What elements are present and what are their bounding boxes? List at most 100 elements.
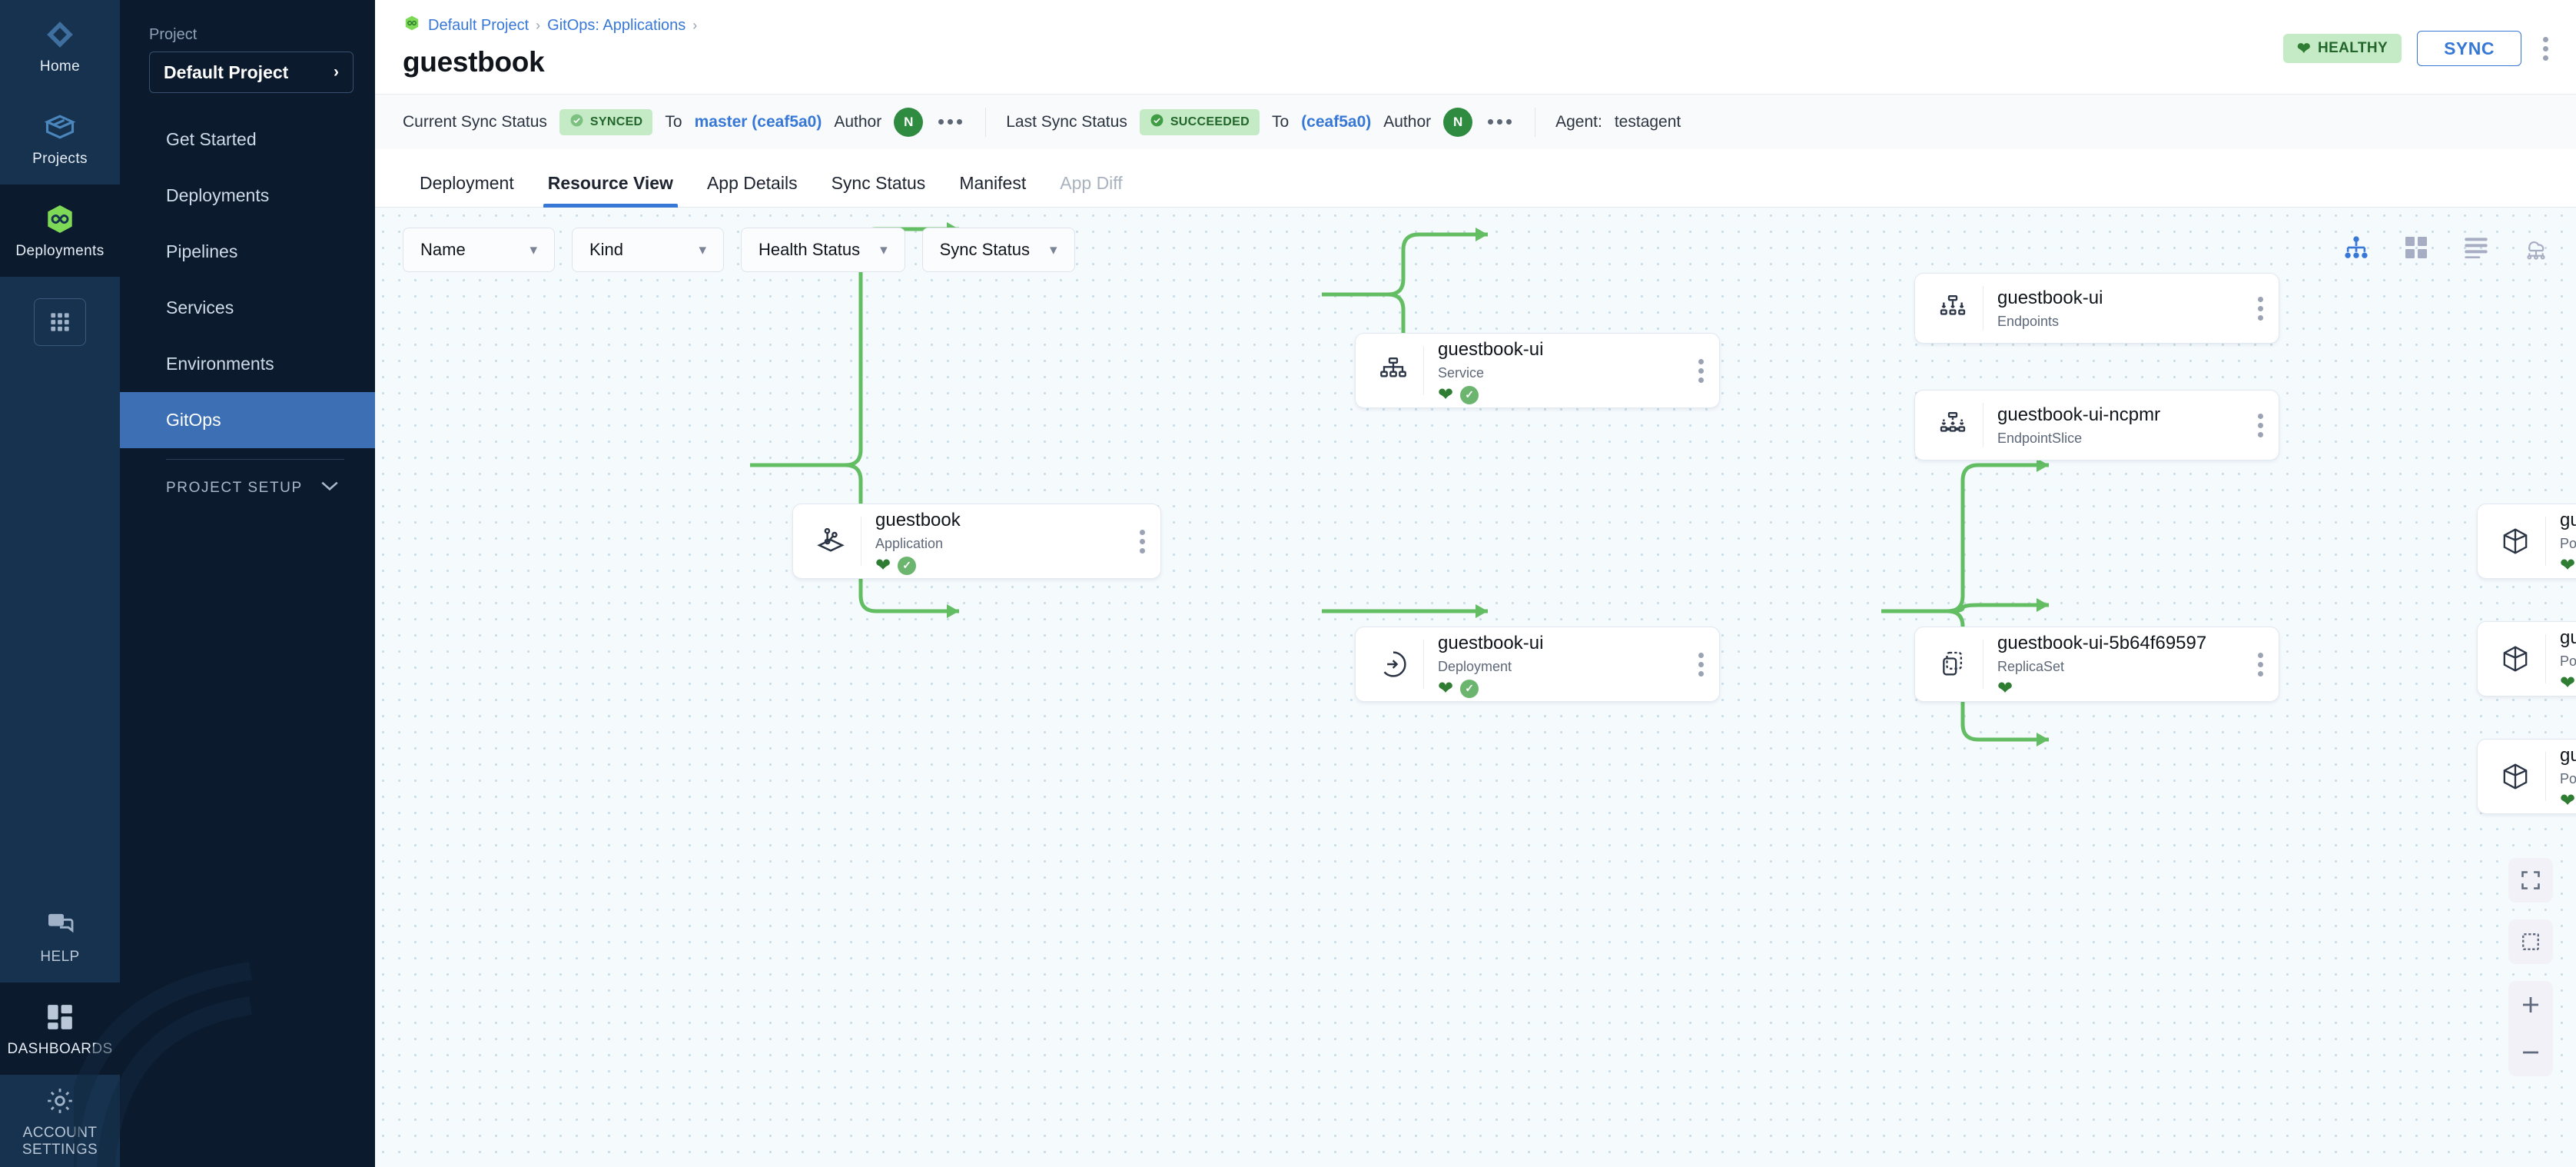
current-sync-author-label: Author <box>834 112 882 131</box>
canvas-zoom-controls <box>2508 858 2553 1076</box>
project-selector[interactable]: Default Project › <box>149 52 354 93</box>
cloud-topology-icon[interactable] <box>2521 232 2551 263</box>
grid-view-icon[interactable] <box>2401 232 2432 263</box>
node-overflow-menu-icon[interactable] <box>2242 652 2279 677</box>
graph-node-pod[interactable]: guestbook-ui-5b64f6959… Pod ❤ <box>2477 504 2576 579</box>
node-name: guestbook-ui-ncpmr <box>1997 404 2161 425</box>
node-overflow-menu-icon[interactable] <box>1124 529 1160 554</box>
selection-box-icon[interactable] <box>2508 919 2553 964</box>
breadcrumb-gitops-applications[interactable]: GitOps: Applications <box>547 16 686 34</box>
fit-screen-icon[interactable] <box>2508 858 2553 903</box>
last-sync-status-chip: SUCCEEDED <box>1139 108 1260 135</box>
rail-item-deployments[interactable]: Deployments <box>0 185 120 277</box>
apps-grid-icon[interactable] <box>34 298 86 346</box>
list-view-icon[interactable] <box>2461 232 2491 263</box>
resource-graph-canvas[interactable]: Name ▾ Kind ▾ Health Status ▾ Sync Statu… <box>375 208 2576 1167</box>
node-overflow-menu-icon[interactable] <box>1683 358 1719 383</box>
node-kind: ReplicaSet <box>1997 658 2065 674</box>
filter-name[interactable]: Name ▾ <box>403 228 555 272</box>
current-sync-overflow-icon[interactable] <box>935 113 965 131</box>
node-kind: Pod <box>2560 653 2576 669</box>
last-sync-overflow-icon[interactable] <box>1485 113 1515 131</box>
rail-label-home: Home <box>39 58 81 75</box>
view-mode-switcher <box>2341 232 2551 263</box>
graph-node-deployment[interactable]: guestbook-ui Deployment ❤ ✓ <box>1355 627 1720 702</box>
avatar: N <box>894 107 924 137</box>
graph-node-endpointslice[interactable]: guestbook-ui-ncpmr EndpointSlice <box>1914 390 2279 460</box>
graph-node-service[interactable]: guestbook-ui Service ❤ ✓ <box>1355 333 1720 408</box>
rail-item-help[interactable]: ? HELP <box>0 890 120 982</box>
sidebar-label: Pipelines <box>166 241 238 261</box>
zoom-in-icon[interactable] <box>2508 981 2553 1029</box>
node-name: guestbook-ui <box>1997 288 2103 308</box>
filter-sync-status[interactable]: Sync Status ▾ <box>921 228 1075 272</box>
node-body: guestbook-ui-5b64f6959… Pod ❤ <box>2560 627 2576 693</box>
zoom-out-icon[interactable] <box>2508 1029 2553 1076</box>
tab-manifest[interactable]: Manifest <box>942 175 1043 207</box>
node-name: guestbook-ui <box>1438 338 1544 360</box>
sidebar-item-environments[interactable]: Environments <box>120 336 375 392</box>
sidebar-item-gitops[interactable]: GitOps <box>120 392 375 448</box>
sidebar-item-services[interactable]: Services <box>120 280 375 336</box>
graph-node-endpoints[interactable]: guestbook-ui Endpoints <box>1914 273 2279 344</box>
current-sync-revision-link[interactable]: master (ceaf5a0) <box>694 112 822 131</box>
tab-sync-status[interactable]: Sync Status <box>815 175 943 207</box>
sidebar-item-pipelines[interactable]: Pipelines <box>120 224 375 280</box>
sync-button[interactable]: SYNC <box>2417 31 2521 66</box>
node-status-icons: ❤ <box>1997 679 2236 697</box>
main-area: Default Project › GitOps: Applications ›… <box>375 0 2576 1167</box>
last-sync-status-label: Last Sync Status <box>1006 112 1127 131</box>
node-body: guestbook-ui Deployment ❤ ✓ <box>1438 632 1683 699</box>
tab-resource-view[interactable]: Resource View <box>531 175 690 208</box>
node-divider <box>1423 346 1424 395</box>
heart-icon: ❤ <box>2560 672 2576 693</box>
filter-kind-label: Kind <box>589 240 624 259</box>
last-sync-status-group: Last Sync Status SUCCEEDED To (ceaf5a0) … <box>1006 107 1515 137</box>
graph-node-application[interactable]: guestbook Application ❤ ✓ <box>792 504 1161 579</box>
heart-icon: ❤ <box>1438 677 1454 699</box>
tab-app-details[interactable]: App Details <box>690 175 815 207</box>
status-badge-health-label: HEALTHY <box>2317 40 2388 56</box>
graph-node-replicaset[interactable]: guestbook-ui-5b64f69597 ReplicaSet ❤ <box>1914 627 2279 702</box>
network-graph-icon[interactable] <box>2341 232 2372 263</box>
sidebar-item-get-started[interactable]: Get Started <box>120 111 375 168</box>
check-circle-icon: ✓ <box>898 556 917 575</box>
global-nav-rail: Home Projects Deployments <box>0 0 120 1167</box>
node-status-icons: ❤ ✓ <box>1438 385 1677 404</box>
graph-node-pod[interactable]: guestbook-ui-5b64f6959… Pod ❤ <box>2477 621 2576 697</box>
graph-node-pod[interactable]: guestbook-ui-5b64f6959… Pod ❤ <box>2477 739 2576 814</box>
endpointslice-icon <box>1929 410 1977 441</box>
rail-item-projects[interactable]: Projects <box>0 92 120 185</box>
breadcrumb-default-project[interactable]: Default Project <box>428 16 529 34</box>
node-name: guestbook-ui-5b64f69597 <box>1997 632 2207 653</box>
filter-health-status[interactable]: Health Status ▾ <box>741 228 905 272</box>
rail-item-dashboards[interactable]: DASHBOARDS <box>0 982 120 1075</box>
check-circle-icon: ✓ <box>1460 385 1479 404</box>
breadcrumb-separator: › <box>692 17 698 33</box>
node-kind: Service <box>1438 364 1485 381</box>
node-kind: Pod <box>2560 770 2576 786</box>
node-overflow-menu-icon[interactable] <box>1683 652 1719 677</box>
node-kind: Application <box>875 535 944 551</box>
sidebar-decoration <box>74 962 252 1167</box>
tab-label: Deployment <box>420 173 514 193</box>
sidebar-project-setup[interactable]: PROJECT SETUP <box>120 460 375 517</box>
box-icon <box>42 109 78 145</box>
rail-item-apps[interactable] <box>0 277 120 367</box>
header-overflow-menu-icon[interactable] <box>2537 32 2554 65</box>
last-sync-revision-link[interactable]: (ceaf5a0) <box>1301 112 1372 131</box>
node-overflow-menu-icon[interactable] <box>2242 413 2279 437</box>
node-overflow-menu-icon[interactable] <box>2242 296 2279 321</box>
tab-label: Manifest <box>959 173 1027 193</box>
rail-item-home[interactable]: Home <box>0 0 120 92</box>
chevron-down-icon: ▾ <box>699 241 706 258</box>
tab-deployment[interactable]: Deployment <box>403 175 531 207</box>
last-sync-status-text: SUCCEEDED <box>1170 115 1250 128</box>
filter-kind[interactable]: Kind ▾ <box>572 228 724 272</box>
node-name: guestbook-ui-5b64f6959… <box>2560 744 2576 766</box>
sidebar-item-deployments[interactable]: Deployments <box>120 168 375 224</box>
svg-text:?: ? <box>53 914 58 926</box>
tab-label: App Details <box>706 173 798 193</box>
service-icon <box>1369 355 1417 386</box>
node-kind: Deployment <box>1438 658 1512 674</box>
